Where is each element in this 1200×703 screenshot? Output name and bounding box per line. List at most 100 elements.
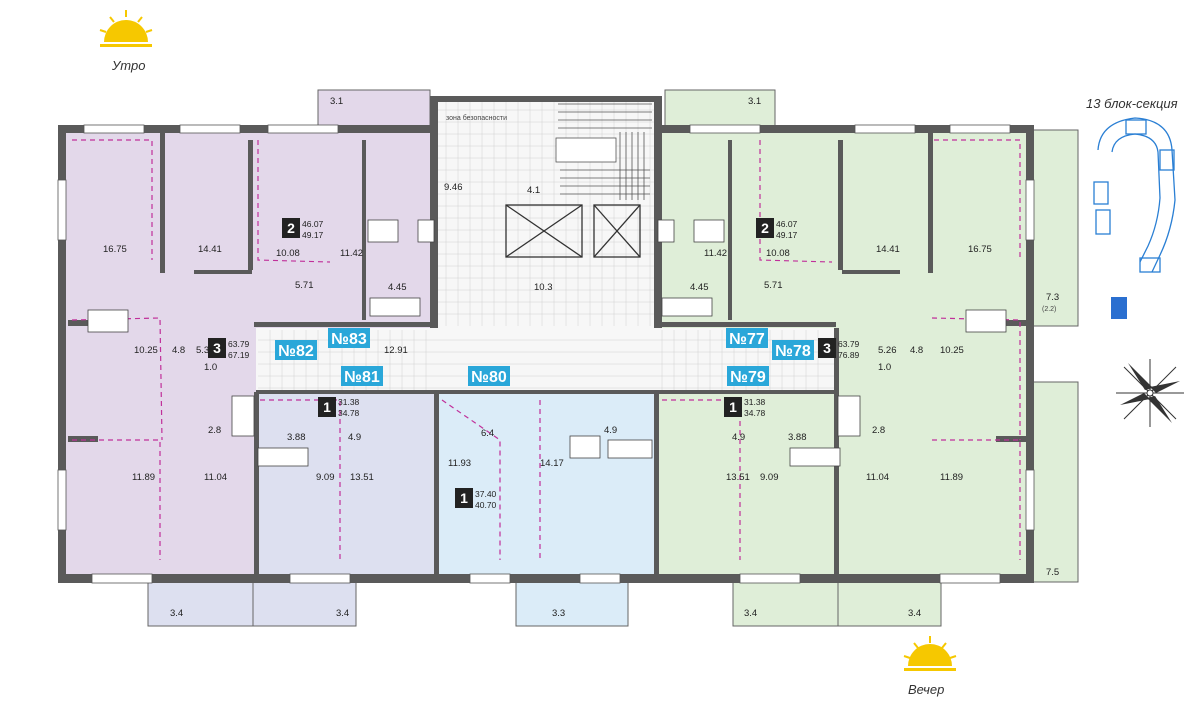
room-area: 5.71 [295, 280, 314, 291]
room-area: 10.3 [534, 282, 553, 293]
room-area: 10.08 [276, 248, 300, 259]
room-area: 4.8 [172, 345, 185, 356]
rooms-badge-78[interactable]: 3 63.79 76.89 [818, 338, 860, 360]
balcony-bottom-right [732, 581, 942, 627]
svg-text:63.79: 63.79 [228, 339, 250, 349]
apartment-fill-80 [436, 392, 656, 574]
rooms-badge-82[interactable]: 3 63.79 67.19 [208, 338, 250, 360]
room-area: 10.25 [134, 345, 158, 356]
svg-text:37.40: 37.40 [475, 489, 497, 499]
svg-text:31.38: 31.38 [338, 397, 360, 407]
room-area: 12.91 [384, 345, 408, 356]
compass-icon [1116, 359, 1184, 427]
balcony-bottom-left [147, 581, 357, 627]
room-area: 3.1 [748, 96, 761, 107]
room-area: 10.08 [766, 248, 790, 259]
rooms-badge-81[interactable]: 1 31.38 34.78 [318, 397, 360, 418]
room-area: 7.3 [1046, 292, 1059, 303]
apartment-label-80[interactable]: №80 [468, 366, 510, 386]
room-area: 4.45 [690, 282, 709, 293]
room-area: 16.75 [968, 244, 992, 255]
apartment-fill-78 [836, 328, 1026, 574]
room-area: 11.04 [204, 472, 227, 483]
svg-text:1: 1 [729, 399, 737, 415]
room-area: 13.51 [726, 472, 750, 483]
room-area: 3.1 [330, 96, 343, 107]
svg-text:1: 1 [460, 490, 468, 506]
morning-label: Утро [111, 58, 145, 73]
room-area: 7.5 [1046, 567, 1059, 578]
apartment-label-79[interactable]: №79 [727, 366, 769, 386]
room-area: 3.3 [552, 608, 565, 619]
svg-text:№78: №78 [775, 343, 811, 360]
room-area: 9.46 [444, 182, 463, 193]
rooms-badge-77-left[interactable]: 2 46.07 49.17 [282, 218, 324, 240]
bathroom-fixtures [87, 219, 1007, 467]
safety-zone-label: зона безопасности [446, 114, 507, 122]
windows [57, 124, 1035, 584]
rooms-badge-77[interactable]: 2 46.07 49.17 [756, 218, 798, 240]
balcony-right-upper [1031, 129, 1079, 327]
apartment-fill-79 [656, 392, 836, 574]
svg-text:2: 2 [287, 220, 295, 236]
room-area: 3.88 [788, 432, 807, 443]
elevator-shafts [505, 204, 641, 258]
svg-text:34.78: 34.78 [744, 408, 766, 418]
room-area: 16.75 [103, 244, 127, 255]
room-area: 13.51 [350, 472, 374, 483]
balcony-top-right [664, 89, 776, 129]
section-marker [1111, 297, 1127, 319]
apartment-label-78[interactable]: №78 [772, 340, 814, 360]
room-area: 11.42 [340, 248, 363, 259]
room-area: 4.9 [348, 432, 361, 443]
room-area: 3.4 [744, 608, 757, 619]
room-area: 10.25 [940, 345, 964, 356]
apartment-label-81[interactable]: №81 [341, 366, 383, 386]
room-area: 5.26 [878, 345, 897, 356]
room-area: (2.2) [1042, 306, 1056, 313]
room-area: 2.8 [872, 425, 885, 436]
svg-text:31.38: 31.38 [744, 397, 766, 407]
rooms-badge-80[interactable]: 1 37.40 40.70 [455, 488, 497, 510]
staircase [555, 103, 652, 200]
svg-text:76.89: 76.89 [838, 350, 860, 360]
balcony-right-lower [1031, 381, 1079, 583]
svg-text:№81: №81 [344, 369, 380, 386]
svg-text:2: 2 [761, 220, 769, 236]
room-area: 4.9 [604, 425, 617, 436]
svg-text:49.17: 49.17 [776, 230, 798, 240]
stair-core [436, 96, 656, 328]
sun-morning-icon [99, 10, 153, 47]
apartment-label-83[interactable]: №83 [328, 328, 370, 348]
apartment-label-82[interactable]: №82 [275, 340, 317, 360]
room-area: 3.4 [908, 608, 921, 619]
svg-text:№80: №80 [471, 369, 507, 386]
svg-text:46.07: 46.07 [302, 219, 324, 229]
walls [58, 96, 1034, 583]
svg-text:1: 1 [323, 399, 331, 415]
apartment-fill-82 [66, 328, 256, 574]
room-area: 4.1 [527, 185, 540, 196]
svg-text:46.07: 46.07 [776, 219, 798, 229]
svg-text:№83: №83 [331, 331, 367, 348]
room-area: 3.4 [336, 608, 349, 619]
room-area: 4.8 [910, 345, 923, 356]
apartment-fill-81 [256, 392, 436, 574]
room-area: 6.4 [481, 428, 494, 439]
room-area: 11.42 [704, 248, 727, 259]
rooms-badge-79[interactable]: 1 31.38 34.78 [724, 397, 766, 418]
room-area: 9.09 [760, 472, 779, 483]
svg-text:3: 3 [823, 340, 831, 356]
section-keyplan [1093, 117, 1176, 273]
room-area: 14.41 [876, 244, 900, 255]
apartment-label-77[interactable]: №77 [726, 328, 768, 348]
room-area: 4.9 [732, 432, 745, 443]
room-area: 1.0 [878, 362, 891, 373]
room-area: 11.89 [940, 472, 963, 483]
svg-text:№79: №79 [730, 369, 766, 386]
svg-text:40.70: 40.70 [475, 500, 497, 510]
svg-text:34.78: 34.78 [338, 408, 360, 418]
room-area: 5.3 [196, 345, 209, 356]
room-area: 4.45 [388, 282, 407, 293]
